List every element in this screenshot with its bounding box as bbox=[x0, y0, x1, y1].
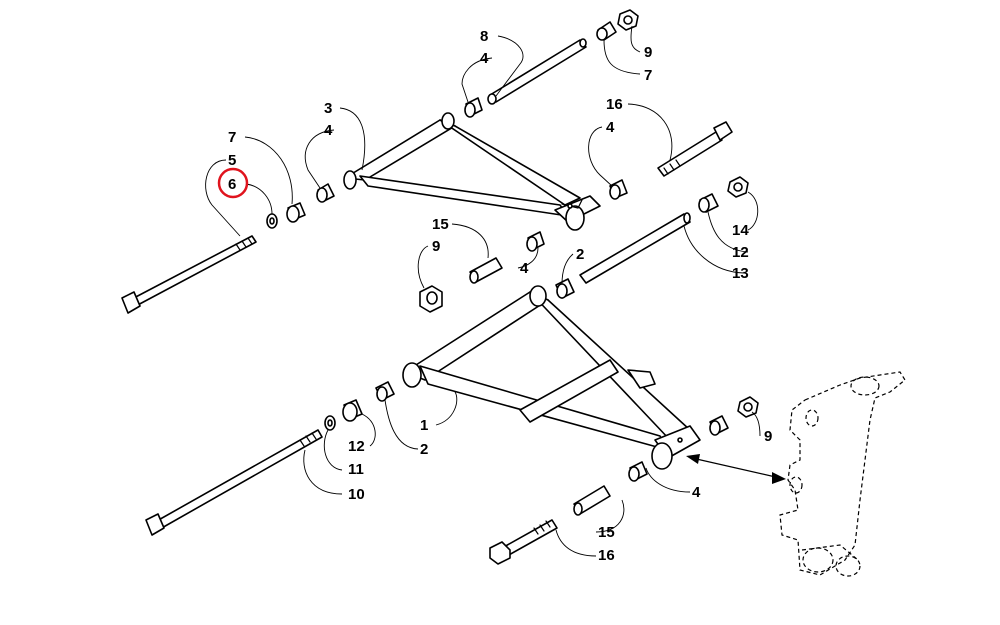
sleeve-15-upper[interactable] bbox=[469, 257, 503, 284]
lower-a-arm[interactable] bbox=[402, 285, 701, 470]
lower-long-bolt-10[interactable] bbox=[145, 429, 323, 536]
bushing-2-middle[interactable] bbox=[555, 278, 575, 299]
highlight-circle bbox=[217, 167, 249, 199]
callout-numbers: 8 4 9 7 3 4 16 4 7 5 6 15 9 4 2 14 12 13… bbox=[228, 28, 772, 564]
callout-4: 4 bbox=[324, 122, 333, 139]
callout-9: 9 bbox=[432, 238, 440, 255]
callout-9: 9 bbox=[764, 428, 772, 445]
bolt-16-upper[interactable] bbox=[657, 121, 733, 177]
callout-4: 4 bbox=[606, 119, 615, 136]
washer-6[interactable] bbox=[266, 213, 278, 229]
nut-9-top[interactable] bbox=[617, 9, 639, 31]
bushing-2-lower[interactable] bbox=[375, 381, 395, 402]
callout-4: 4 bbox=[520, 260, 529, 277]
spacer-12-right[interactable] bbox=[698, 193, 719, 213]
washer-11[interactable] bbox=[324, 415, 336, 431]
upper-a-arm[interactable] bbox=[343, 112, 601, 231]
sleeve-15-lower[interactable] bbox=[573, 485, 611, 516]
callout-2: 2 bbox=[576, 246, 584, 263]
callout-2: 2 bbox=[420, 441, 428, 458]
callout-11: 11 bbox=[348, 461, 364, 478]
callout-6: 6 bbox=[228, 176, 236, 193]
upper-long-bolt[interactable] bbox=[121, 235, 257, 314]
callout-7: 7 bbox=[228, 129, 236, 146]
bushing-4-top[interactable] bbox=[464, 97, 483, 118]
callout-8: 8 bbox=[480, 28, 488, 45]
bolt-16-lower[interactable] bbox=[489, 519, 558, 565]
callout-14: 14 bbox=[732, 222, 749, 239]
nut-9-lower[interactable] bbox=[737, 396, 759, 418]
steering-knuckle bbox=[779, 371, 906, 577]
callout-13: 13 bbox=[732, 265, 749, 282]
callout-12: 12 bbox=[732, 244, 749, 261]
callout-12: 12 bbox=[348, 438, 365, 455]
callout-16: 16 bbox=[606, 96, 623, 113]
nut-14[interactable] bbox=[727, 176, 749, 198]
callout-5: 5 bbox=[228, 152, 236, 169]
callout-16: 16 bbox=[598, 547, 615, 564]
callout-9: 9 bbox=[644, 44, 652, 61]
callout-15: 15 bbox=[432, 216, 449, 233]
callout-4: 4 bbox=[692, 484, 701, 501]
pivot-shaft-13[interactable] bbox=[579, 212, 691, 284]
bushing-7-upper[interactable] bbox=[286, 202, 306, 223]
bushing-4-lower-front[interactable] bbox=[628, 461, 648, 482]
bushing-4-middle[interactable] bbox=[526, 231, 545, 252]
callout-15: 15 bbox=[598, 524, 615, 541]
nut-9-middle[interactable] bbox=[419, 285, 443, 313]
spacer-7-top[interactable] bbox=[596, 21, 617, 41]
assembly-arrow bbox=[686, 454, 786, 484]
callout-10: 10 bbox=[348, 486, 365, 503]
bushing-4-upper-left[interactable] bbox=[316, 183, 335, 203]
leader-lines bbox=[205, 25, 761, 557]
bushing-4-lower-right[interactable] bbox=[709, 415, 729, 436]
callout-7: 7 bbox=[644, 67, 652, 84]
callout-3: 3 bbox=[324, 100, 332, 117]
upper-pivot-shaft-8[interactable] bbox=[487, 38, 587, 105]
bushing-4-upper-right[interactable] bbox=[609, 179, 628, 200]
callout-4: 4 bbox=[480, 50, 489, 67]
callout-1: 1 bbox=[420, 417, 428, 434]
spacer-12-lower[interactable] bbox=[342, 399, 363, 422]
